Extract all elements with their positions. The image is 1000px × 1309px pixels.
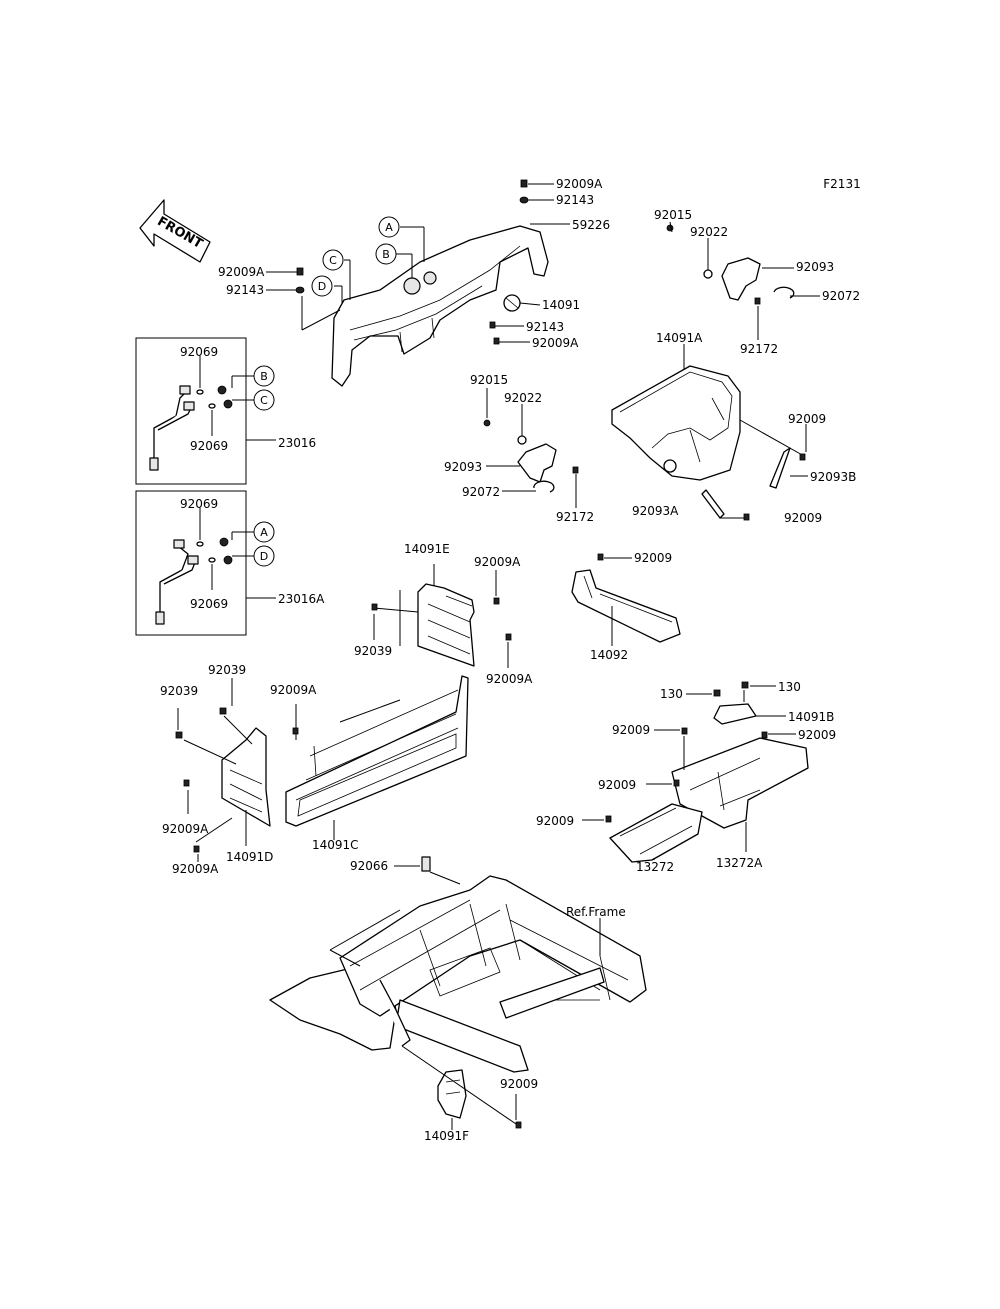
label-ref-frame: Ref.Frame xyxy=(566,905,626,919)
svg-text:C: C xyxy=(260,394,268,407)
bracket-92093-center xyxy=(483,388,579,508)
label-14091d: 14091D xyxy=(226,850,273,864)
label-13272a: 13272A xyxy=(716,856,763,870)
label-92172-c: 92172 xyxy=(556,510,594,524)
label-130-a: 130 xyxy=(660,687,683,701)
label-92009-f2: 92009 xyxy=(798,728,836,742)
label-92093b: 92093B xyxy=(810,470,856,484)
label-14091b: 14091B xyxy=(788,710,834,724)
svg-text:A: A xyxy=(260,526,268,539)
cover-14091A xyxy=(611,344,808,521)
label-92069-3: 92069 xyxy=(180,497,218,511)
front-arrow: FRONT xyxy=(139,199,211,263)
label-92039-b: 92039 xyxy=(160,684,198,698)
label-92069-2: 92069 xyxy=(190,439,228,453)
front-panel-59226 xyxy=(331,225,549,387)
label-92172-r: 92172 xyxy=(740,342,778,356)
label-92143-top: 92143 xyxy=(556,193,594,207)
label-92015-r: 92015 xyxy=(654,208,692,222)
svg-text:A: A xyxy=(385,221,393,234)
label-92009a-mid: 92009A xyxy=(532,336,579,350)
harness-23016 xyxy=(135,337,276,485)
label-14091e: 14091E xyxy=(404,542,450,556)
label-92069-1: 92069 xyxy=(180,345,218,359)
label-92093a: 92093A xyxy=(632,504,679,518)
label-92022-c: 92022 xyxy=(504,391,542,405)
label-14092: 14092 xyxy=(590,648,628,662)
label-92009-r1: 92009 xyxy=(788,412,826,426)
label-130-b: 130 xyxy=(778,680,801,694)
callout-a-top: A xyxy=(378,216,400,238)
bracket-92093-right xyxy=(666,221,820,340)
label-92143-left: 92143 xyxy=(226,283,264,297)
label-92009-f3: 92009 xyxy=(598,778,636,792)
cover-14091C xyxy=(285,675,469,840)
label-14091a: 14091A xyxy=(656,331,703,345)
leader-lines-top xyxy=(266,183,570,343)
label-14091: 14091 xyxy=(542,298,580,312)
label-92093-c: 92093 xyxy=(444,460,482,474)
label-92022-r: 92022 xyxy=(690,225,728,239)
label-92009a-e1: 92009A xyxy=(474,555,521,569)
label-92009a-top: 92009A xyxy=(556,177,603,191)
label-92009-f4: 92009 xyxy=(536,814,574,828)
cover-14091D xyxy=(175,678,271,862)
callout-d-top: D xyxy=(311,275,333,297)
label-92009a-d2: 92009A xyxy=(172,862,219,876)
cover-13272 xyxy=(609,803,703,863)
cover-14091F xyxy=(401,1045,522,1130)
label-59226: 59226 xyxy=(572,218,610,232)
callout-d-box: D xyxy=(253,545,275,567)
label-13272: 13272 xyxy=(636,860,674,874)
svg-text:C: C xyxy=(329,254,337,267)
figure-id: F2131 xyxy=(823,177,860,191)
label-92009-r2: 92009 xyxy=(784,511,822,525)
harness-23016A xyxy=(135,490,276,636)
callout-b-box: B xyxy=(253,365,275,387)
callout-b-top: B xyxy=(375,243,397,265)
label-92009-92: 92009 xyxy=(634,551,672,565)
label-92009a-d1: 92009A xyxy=(162,822,209,836)
callout-c-top: C xyxy=(322,249,344,271)
svg-text:D: D xyxy=(318,280,326,293)
label-92039-e: 92039 xyxy=(354,644,392,658)
callout-a-box: A xyxy=(253,521,275,543)
svg-text:B: B xyxy=(260,370,268,383)
label-23016a: 23016A xyxy=(278,592,325,606)
label-92093-r: 92093 xyxy=(796,260,834,274)
label-92069-4: 92069 xyxy=(190,597,228,611)
label-23016: 23016 xyxy=(278,436,316,450)
svg-text:D: D xyxy=(260,550,268,563)
label-92009a-c: 92009A xyxy=(270,683,317,697)
label-14091f: 14091F xyxy=(424,1129,469,1143)
label-92015-c: 92015 xyxy=(470,373,508,387)
label-92143-mid: 92143 xyxy=(526,320,564,334)
cover-14091E xyxy=(371,564,512,668)
fasteners-top xyxy=(295,179,529,345)
label-92009-f1: 92009 xyxy=(612,723,650,737)
label-14091c: 14091C xyxy=(312,838,359,852)
label-92009-bot: 92009 xyxy=(500,1077,538,1091)
vehicle-frame xyxy=(269,856,647,1073)
label-92009a-left: 92009A xyxy=(218,265,265,279)
svg-text:B: B xyxy=(382,248,390,261)
label-92009a-e2: 92009A xyxy=(486,672,533,686)
cover-14092 xyxy=(571,553,681,646)
label-92072-c: 92072 xyxy=(462,485,500,499)
label-92072-r: 92072 xyxy=(822,289,860,303)
cover-14091B xyxy=(686,681,786,725)
label-92039-a: 92039 xyxy=(208,663,246,677)
callout-c-box: C xyxy=(253,389,275,411)
fasteners-floor xyxy=(582,727,796,860)
label-92066: 92066 xyxy=(350,859,388,873)
